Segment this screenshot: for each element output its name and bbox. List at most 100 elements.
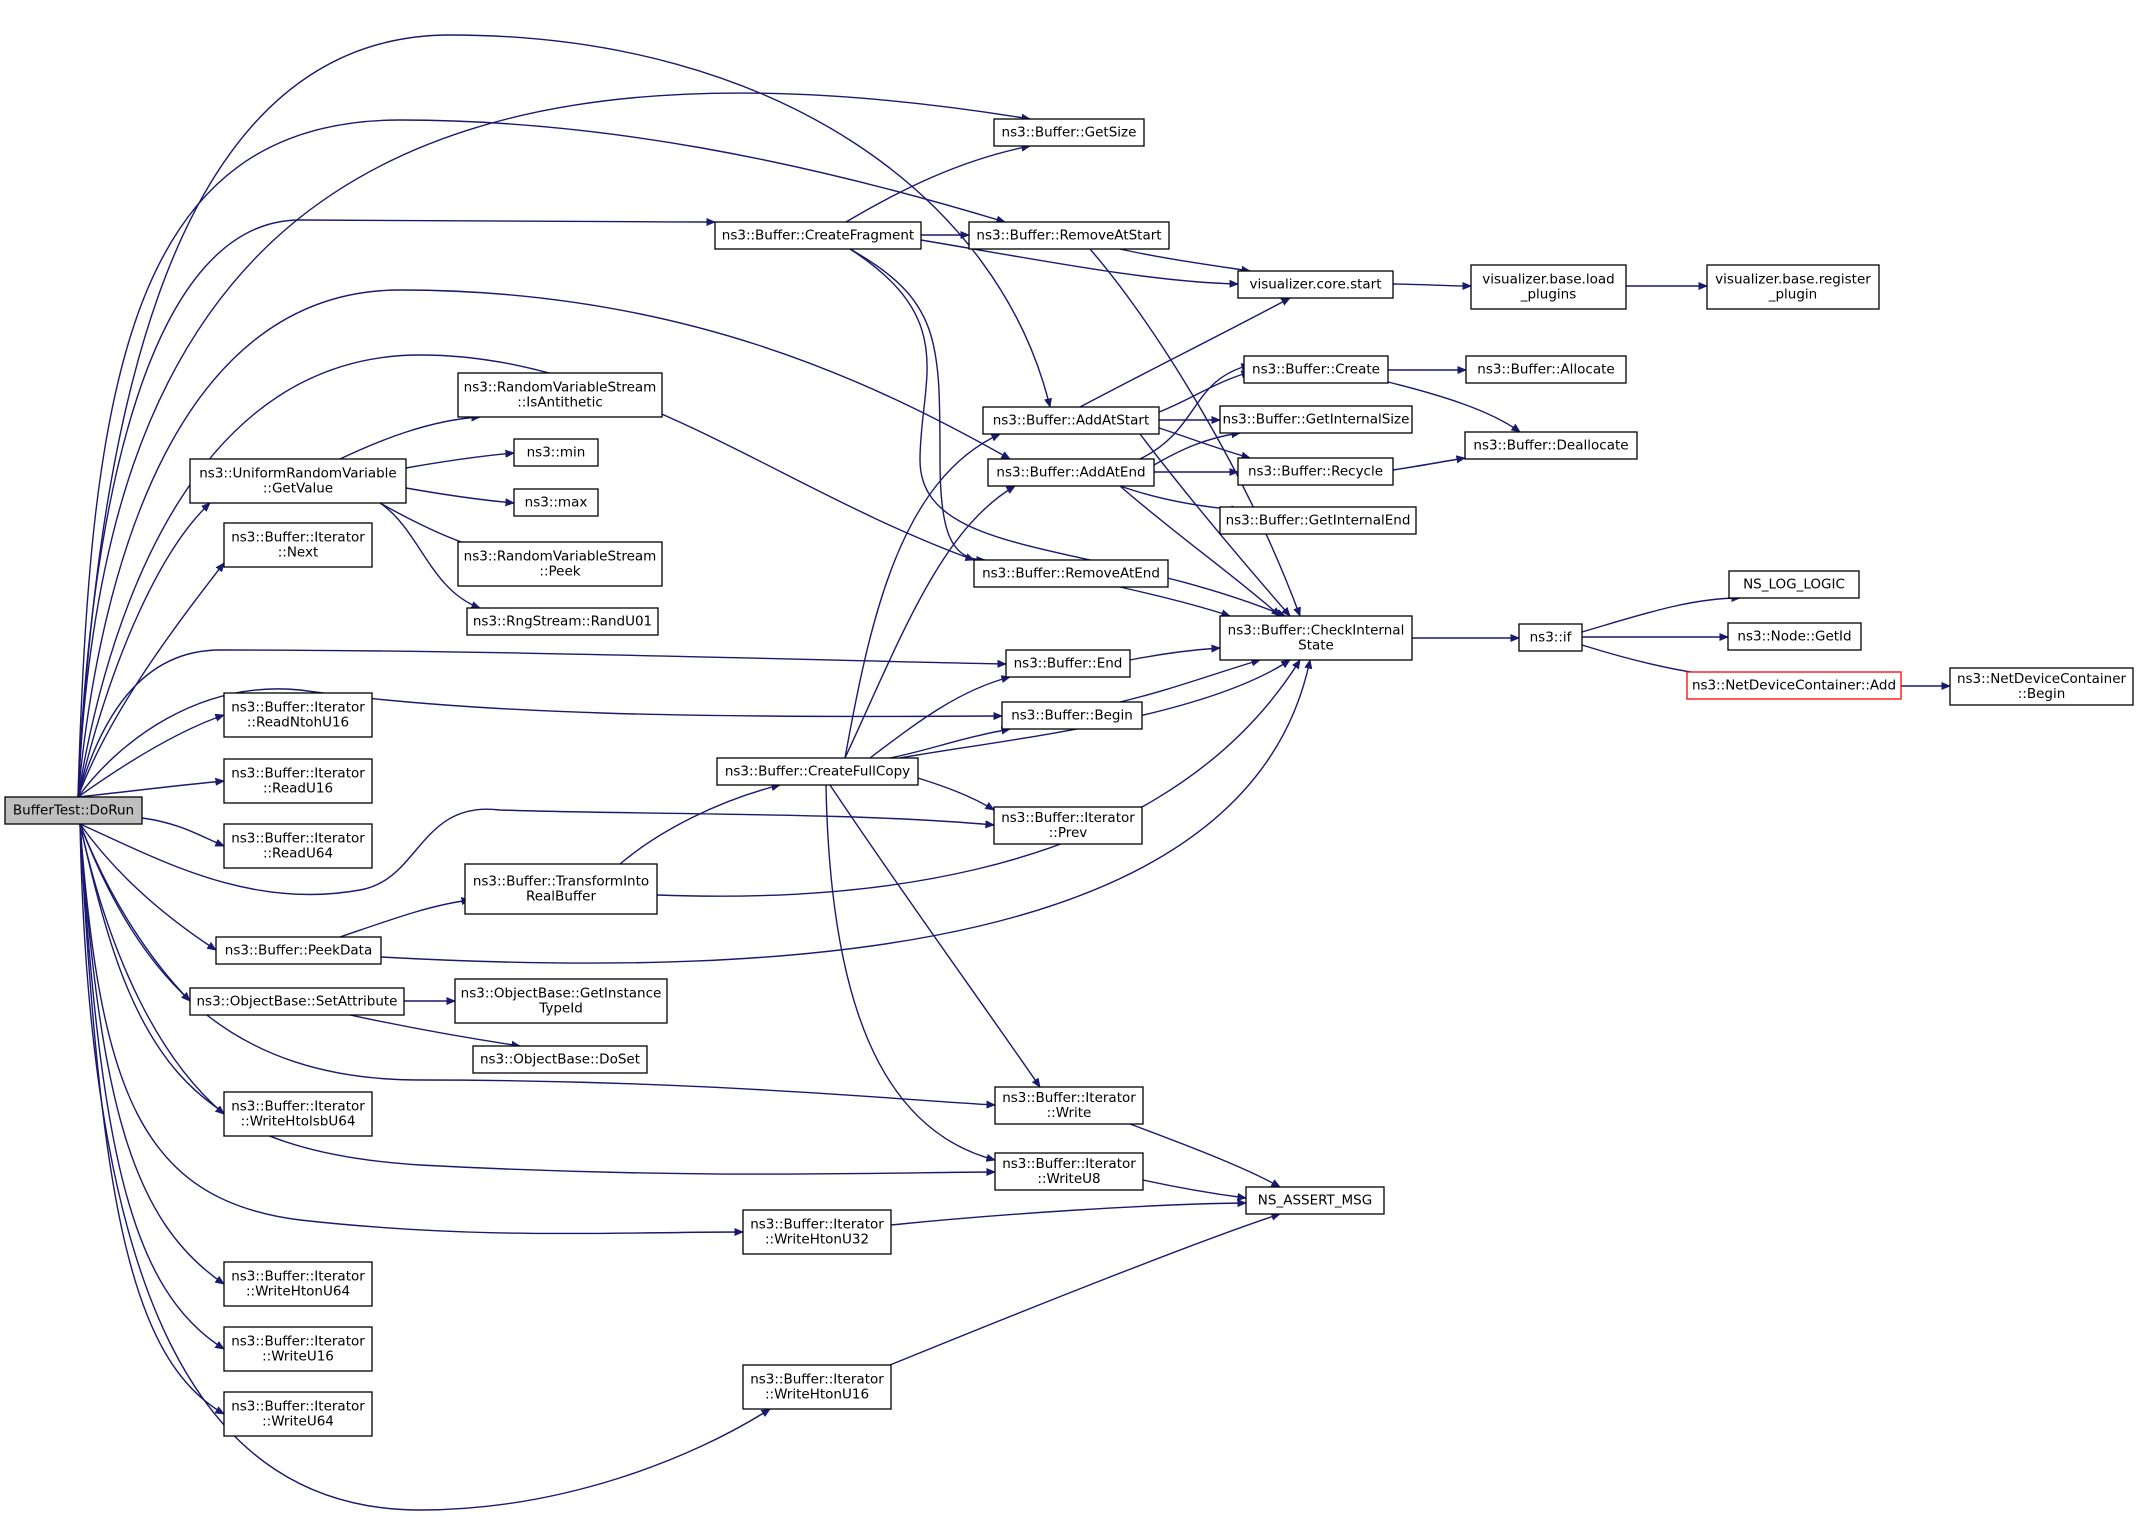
function-node-ns3-uniformrandomvariable-getvalue[interactable]: ns3::UniformRandomVariable::GetValue [189, 458, 407, 504]
function-node-ns3-netdevicecontainer-add[interactable]: ns3::NetDeviceContainer::Add [1686, 671, 1902, 700]
node-label: ns3::Buffer::GetSize [1002, 125, 1137, 141]
call-edge-n0-to-n34 [141, 817, 224, 847]
call-edge-n16-to-n23 [1119, 586, 1230, 616]
node-label: ns3::RandomVariableStream [464, 549, 657, 565]
function-node-ns3-buffer-iterator-writehtonu32[interactable]: ns3::Buffer::Iterator::WriteHtonU32 [742, 1209, 892, 1255]
function-node-ns3-max[interactable]: ns3::max [513, 488, 599, 517]
call-edge-n8-to-n9 [405, 453, 514, 469]
function-node-ns3-rngstream-randu01[interactable]: ns3::RngStream::RandU01 [466, 607, 659, 636]
node-box [1465, 355, 1627, 384]
call-edge-n0-to-n14 [77, 34, 1050, 798]
function-node-ns3-buffer-iterator-prev[interactable]: ns3::Buffer::Iterator::Prev [993, 806, 1143, 845]
function-node-ns3-buffer-createfullcopy[interactable]: ns3::Buffer::CreateFullCopy [716, 757, 919, 786]
edge-arrow [339, 417, 480, 460]
function-node-ns3-if[interactable]: ns3::if [1518, 623, 1583, 652]
call-edge-n37-to-n23 [380, 660, 1310, 964]
edge-arrow [77, 354, 974, 798]
function-node-ns3-buffer-begin[interactable]: ns3::Buffer::Begin [1001, 701, 1143, 730]
call-edge-n17-to-n20 [1387, 381, 1520, 432]
node-box [215, 936, 382, 965]
function-node-ns3-buffer-recycle[interactable]: ns3::Buffer::Recycle [1237, 457, 1394, 486]
function-node-ns3-buffer-removeatstart[interactable]: ns3::Buffer::RemoveAtStart [968, 221, 1170, 250]
node-label: ::WriteHtonU64 [246, 1284, 350, 1300]
node-label: _plugins [1520, 287, 1577, 303]
function-node-ns3-randomvariablestream-peek[interactable]: ns3::RandomVariableStream::Peek [457, 541, 663, 587]
function-node-ns3-buffer-iterator-next[interactable]: ns3::Buffer::Iterator::Next [223, 522, 373, 568]
function-node-ns3-buffer-getinternalend[interactable]: ns3::Buffer::GetInternalEnd [1219, 506, 1417, 535]
call-edge-n45-to-n44 [890, 1203, 1246, 1226]
function-node-ns3-netdevicecontainer-begin[interactable]: ns3::NetDeviceContainer::Begin [1949, 667, 2134, 706]
edge-arrow [1139, 433, 1290, 616]
node-label: ns3::min [527, 445, 586, 461]
node-box [223, 692, 373, 738]
function-node-ns-log-logic[interactable]: NS_LOG_LOGIC [1728, 570, 1860, 599]
function-node-ns3-buffer-iterator-writehtonu64[interactable]: ns3::Buffer::Iterator::WriteHtonU64 [223, 1261, 373, 1307]
function-node-ns3-objectbase-setattribute[interactable]: ns3::ObjectBase::SetAttribute [189, 987, 405, 1016]
edge-arrow [1089, 248, 1300, 616]
function-node-ns3-buffer-iterator-readntohu16[interactable]: ns3::Buffer::Iterator::ReadNtohU16 [223, 692, 373, 738]
node-label: NS_ASSERT_MSG [1258, 1193, 1372, 1209]
call-edge-n21-to-n20 [1392, 458, 1465, 471]
node-label: ns3::Buffer::End [1014, 656, 1123, 672]
function-node-ns3-buffer-iterator-writeu16[interactable]: ns3::Buffer::Iterator::WriteU16 [223, 1326, 373, 1372]
node-label: ns3::if [1530, 630, 1573, 646]
call-edge-n24-to-n27 [1581, 644, 1720, 676]
node-box [1219, 615, 1413, 661]
function-node-ns3-buffer-iterator-writeu64[interactable]: ns3::Buffer::Iterator::WriteU64 [223, 1391, 373, 1437]
edge-arrow [79, 823, 995, 1174]
function-node-ns3-buffer-iterator-readu64[interactable]: ns3::Buffer::Iterator::ReadU64 [223, 823, 373, 869]
function-node-buffertest-dorun[interactable]: BufferTest::DoRun [4, 796, 143, 825]
call-edge-n4-to-n5 [1392, 284, 1471, 286]
node-label: ns3::Buffer::Iterator [231, 1334, 365, 1350]
node-label: ns3::RngStream::RandU01 [473, 614, 652, 630]
function-node-ns3-objectbase-doset[interactable]: ns3::ObjectBase::DoSet [472, 1045, 648, 1074]
node-box [513, 438, 599, 467]
function-node-ns3-buffer-addatstart[interactable]: ns3::Buffer::AddAtStart [982, 406, 1160, 435]
function-node-visualizer-core-start[interactable]: visualizer.core.start [1237, 270, 1394, 299]
node-label: ::ReadU16 [263, 781, 333, 797]
function-node-ns3-randomvariablestream-isantithetic[interactable]: ns3::RandomVariableStream::IsAntithetic [457, 372, 663, 418]
node-box [1237, 457, 1394, 486]
function-node-ns3-min[interactable]: ns3::min [513, 438, 599, 467]
function-node-ns3-buffer-getinternalsize[interactable]: ns3::Buffer::GetInternalSize [1219, 405, 1413, 434]
node-label: ::ReadU64 [263, 846, 333, 862]
node-box [1219, 506, 1417, 535]
edge-arrow [1392, 458, 1465, 471]
function-node-ns3-node-getid[interactable]: ns3::Node::GetId [1727, 622, 1862, 651]
function-node-ns3-buffer-end[interactable]: ns3::Buffer::End [1005, 649, 1131, 678]
node-label: RealBuffer [526, 889, 597, 905]
function-node-ns3-buffer-allocate[interactable]: ns3::Buffer::Allocate [1465, 355, 1627, 384]
call-edge-n49-to-n44 [889, 1214, 1280, 1366]
call-edge-n37-to-n36 [339, 900, 470, 938]
function-node-ns3-buffer-iterator-writehtolsbu64[interactable]: ns3::Buffer::Iterator::WriteHtolsbU64 [223, 1091, 373, 1137]
function-node-ns3-buffer-iterator-write[interactable]: ns3::Buffer::Iterator::Write [994, 1086, 1144, 1125]
node-box [716, 757, 919, 786]
node-label: ::GetValue [263, 481, 333, 497]
function-node-ns3-buffer-iterator-readu16[interactable]: ns3::Buffer::Iterator::ReadU16 [223, 758, 373, 804]
function-node-ns3-buffer-peekdata[interactable]: ns3::Buffer::PeekData [215, 936, 382, 965]
call-edge-n0-to-n30 [77, 688, 1002, 798]
function-node-ns-assert-msg[interactable]: NS_ASSERT_MSG [1245, 1186, 1385, 1215]
function-node-ns3-buffer-createfragment[interactable]: ns3::Buffer::CreateFragment [714, 221, 922, 250]
node-box [1706, 264, 1880, 310]
call-edge-n33-to-n43 [825, 784, 995, 1160]
function-node-visualizer-base-load-plugins[interactable]: visualizer.base.load_plugins [1470, 264, 1627, 310]
node-box [472, 1045, 648, 1074]
call-edge-n15-to-n23 [1119, 485, 1280, 616]
function-node-ns3-buffer-removeatend[interactable]: ns3::Buffer::RemoveAtEnd [973, 559, 1169, 588]
function-node-ns3-buffer-create[interactable]: ns3::Buffer::Create [1243, 355, 1389, 384]
node-box [466, 607, 659, 636]
function-node-ns3-buffer-iterator-writeu8[interactable]: ns3::Buffer::Iterator::WriteU8 [994, 1152, 1144, 1191]
node-box [994, 1086, 1144, 1125]
function-node-ns3-buffer-getsize[interactable]: ns3::Buffer::GetSize [993, 118, 1145, 147]
function-node-ns3-buffer-addatend[interactable]: ns3::Buffer::AddAtEnd [987, 458, 1155, 487]
function-node-ns3-buffer-iterator-writehtonu16[interactable]: ns3::Buffer::Iterator::WriteHtonU16 [742, 1364, 892, 1410]
function-node-visualizer-base-register-plugin[interactable]: visualizer.base.register_plugin [1706, 264, 1880, 310]
call-edge-n14-to-n21 [1158, 427, 1250, 458]
function-node-ns3-buffer-deallocate[interactable]: ns3::Buffer::Deallocate [1464, 431, 1638, 460]
edge-arrow [920, 239, 1238, 284]
node-label: ns3::NetDeviceContainer::Add [1692, 678, 1896, 694]
